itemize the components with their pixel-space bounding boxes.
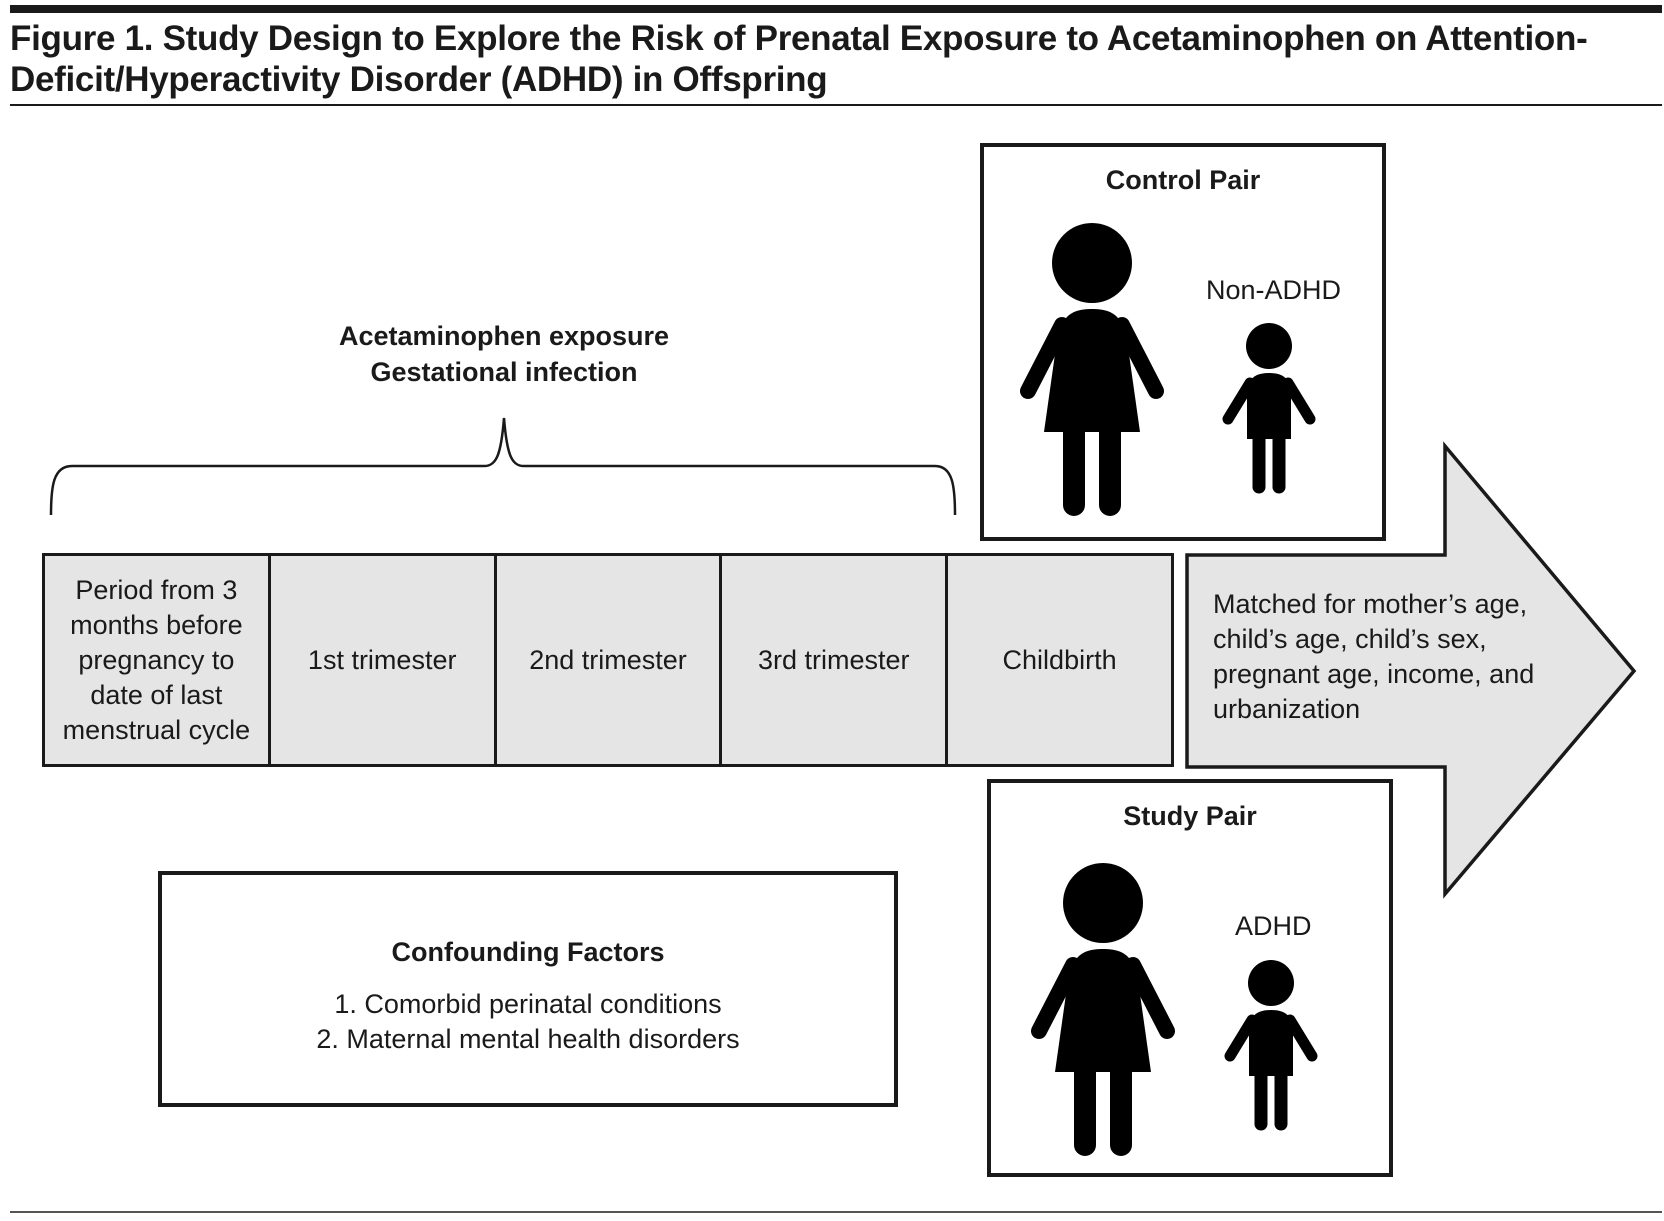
timeline-cell-third-trimester: 3rd trimester — [722, 556, 949, 764]
pregnancy-timeline: Period from 3 months before pregnancy to… — [42, 553, 1174, 767]
top-rule — [10, 5, 1662, 13]
study-pair-title: Study Pair — [1123, 801, 1257, 831]
confounding-factor-item: 1. Comorbid perinatal conditions — [334, 989, 722, 1019]
bottom-rule — [10, 1211, 1662, 1213]
confounding-factors-title: Confounding Factors — [391, 937, 665, 967]
control-pair-box: Control Pair Non-ADHD — [980, 143, 1386, 541]
study-pair-box: Study Pair ADHD — [987, 779, 1393, 1177]
confounding-factor-item: 2. Maternal mental health disorders — [316, 1024, 740, 1054]
mother-icon — [1031, 863, 1175, 1156]
exposure-label: Acetaminophen exposure Gestational infec… — [300, 318, 708, 390]
figure-title: Figure 1. Study Design to Explore the Ri… — [10, 19, 1588, 99]
control-child-label: Non-ADHD — [1206, 275, 1342, 305]
timeline-cell-preconception: Period from 3 months before pregnancy to… — [45, 556, 271, 764]
confounding-factors-list: 1. Comorbid perinatal conditions 2. Mate… — [162, 987, 894, 1057]
child-icon — [1224, 960, 1318, 1131]
timeline-cell-second-trimester: 2nd trimester — [497, 556, 723, 764]
mother-icon — [1020, 223, 1164, 516]
title-rule — [10, 104, 1662, 106]
matching-criteria-text: Matched for mother’s age, child’s age, c… — [1213, 589, 1535, 724]
control-pair-figures — [1020, 223, 1316, 516]
child-icon — [1222, 323, 1316, 494]
timeline-cell-first-trimester: 1st trimester — [271, 556, 497, 764]
exposure-line-2: Gestational infection — [370, 357, 638, 387]
exposure-line-1: Acetaminophen exposure — [338, 321, 670, 351]
study-child-label: ADHD — [1235, 911, 1312, 941]
study-pair-figures — [1031, 863, 1318, 1156]
timeline-cell-childbirth: Childbirth — [1002, 644, 1117, 675]
control-pair-title: Control Pair — [1105, 165, 1261, 195]
confounding-factors-box: Confounding Factors 1. Comorbid perinata… — [158, 871, 898, 1107]
